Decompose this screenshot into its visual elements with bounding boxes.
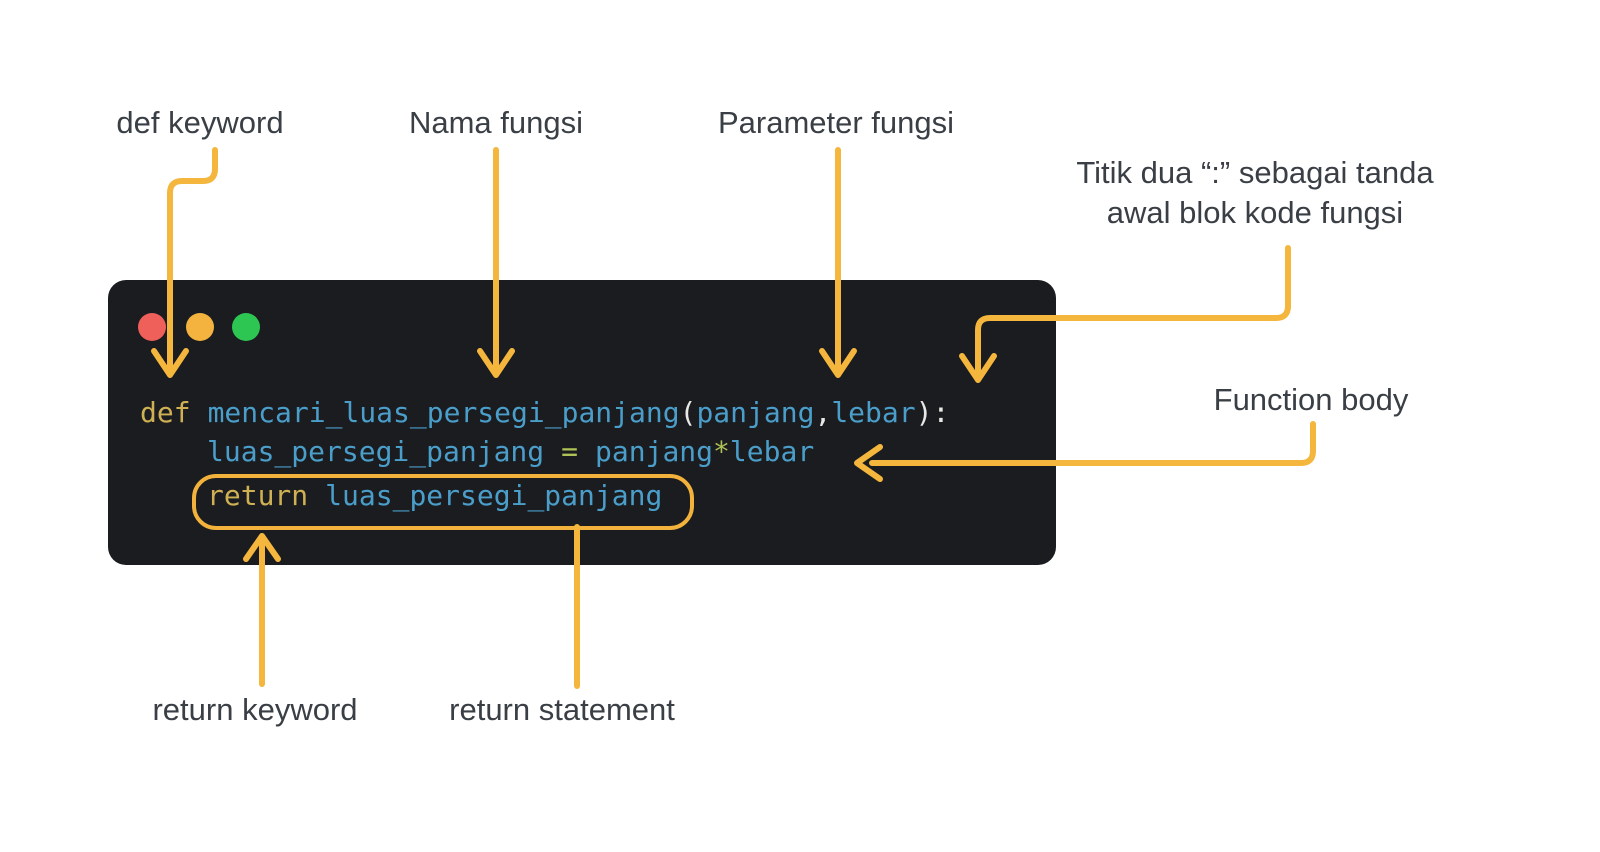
comma-token: , [814, 396, 832, 429]
variable-token: luas_persegi_panjang [207, 435, 545, 468]
traffic-light-green-icon [232, 313, 260, 341]
param2-token: lebar [831, 396, 916, 429]
return-value-token: luas_persegi_panjang [325, 479, 663, 512]
traffic-light-red-icon [138, 313, 166, 341]
label-nama-fungsi: Nama fungsi [408, 105, 584, 140]
label-function-body: Function body [1213, 382, 1409, 417]
code-line-def: def mencari_luas_persegi_panjang(panjang,… [140, 396, 949, 430]
open-paren-token: ( [679, 396, 697, 429]
close-paren-token: ) [915, 396, 933, 429]
label-titik-dua: Titik dua “:” sebagai tanda awal blok ko… [1076, 153, 1433, 234]
return-keyword-token: return [207, 479, 309, 512]
traffic-light-yellow-icon [186, 313, 214, 341]
label-titik-dua-line1: Titik dua “:” sebagai tanda [1076, 155, 1434, 190]
param1-token: panjang [696, 396, 815, 429]
label-return-statement: return statement [449, 692, 675, 727]
operand1-token: panjang [595, 435, 714, 468]
operand2-token: lebar [729, 435, 815, 468]
assign-token: = [561, 435, 579, 468]
label-titik-dua-line2: awal blok kode fungsi [1106, 195, 1404, 231]
colon-token: : [932, 396, 950, 429]
multiply-token: * [713, 435, 730, 468]
label-return-keyword: return keyword [152, 692, 358, 727]
label-def-keyword: def keyword [116, 105, 284, 140]
label-parameter-fungsi: Parameter fungsi [717, 105, 955, 140]
def-keyword-token: def [140, 396, 191, 429]
code-line-return: return luas_persegi_panjang [207, 479, 662, 513]
function-name-token: mencari_luas_persegi_panjang [207, 396, 680, 429]
return-statement-highlight-box [192, 474, 694, 530]
code-line-body: luas_persegi_panjang = panjang*lebar [207, 435, 814, 469]
